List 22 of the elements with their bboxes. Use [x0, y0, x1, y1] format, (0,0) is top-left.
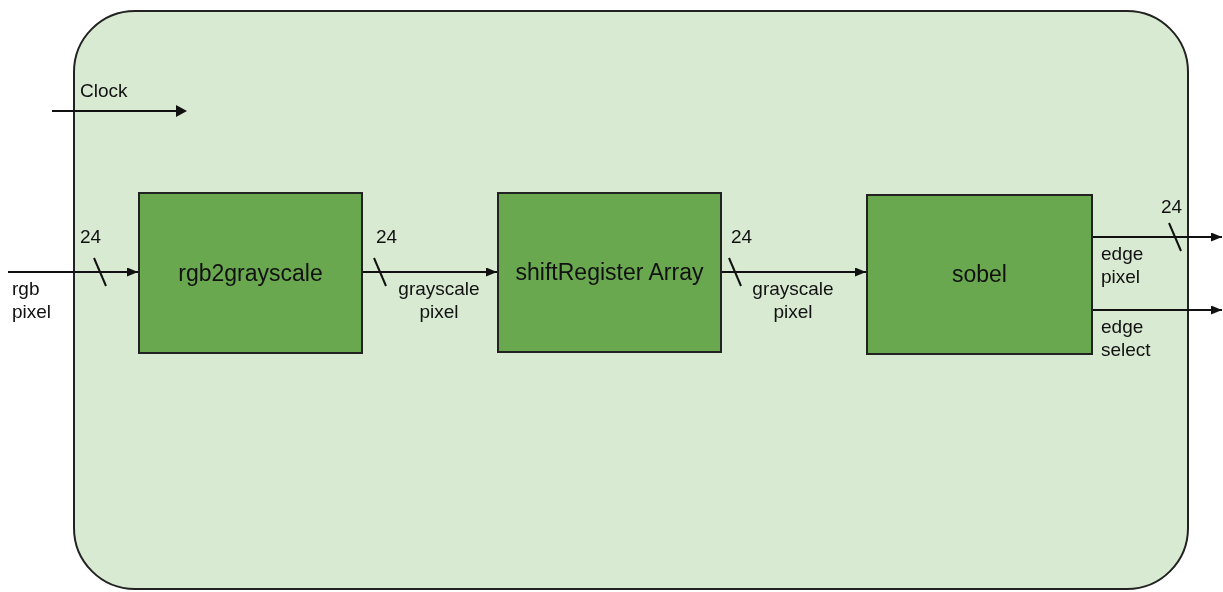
block-label: sobel: [952, 260, 1007, 289]
bus-width-label: 24: [731, 226, 753, 248]
bus-width-label: 24: [376, 226, 398, 248]
signal-label: edge pixel: [1101, 243, 1145, 289]
process-block: [138, 192, 363, 354]
signal-label: rgb pixel: [12, 278, 52, 324]
signal-arrow: [721, 267, 867, 277]
bus-width-label: 24: [1161, 196, 1183, 218]
signal-arrow: [7, 267, 139, 277]
process-block: [866, 194, 1093, 355]
process-block: [497, 192, 722, 353]
signal-label: edge select: [1101, 316, 1152, 362]
block-label: rgb2grayscale: [178, 258, 323, 288]
system-boundary-box: [73, 10, 1189, 590]
bus-width-label: 24: [80, 226, 102, 248]
signal-label: grayscale pixel: [397, 278, 481, 324]
signal-label: grayscale pixel: [751, 278, 835, 324]
clock-label: Clock: [80, 80, 128, 102]
signal-arrow: [362, 267, 498, 277]
signal-arrow: [1092, 232, 1223, 242]
block-label: shiftRegister Array: [515, 258, 704, 287]
signal-arrow: [1092, 305, 1223, 315]
